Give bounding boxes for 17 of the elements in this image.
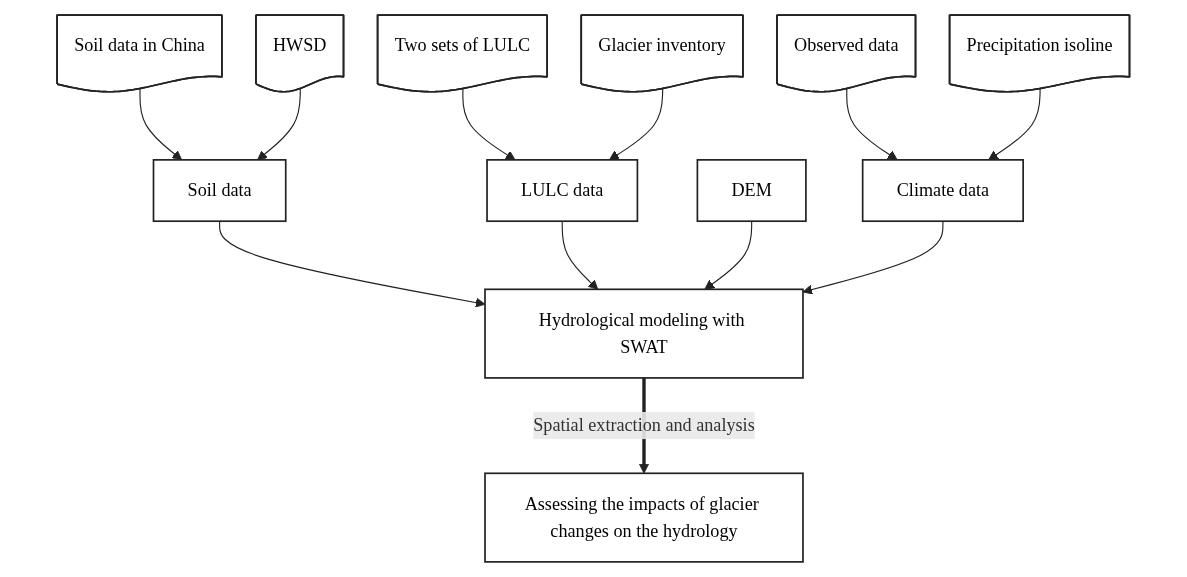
arrow — [988, 88, 1041, 161]
arrow — [704, 220, 753, 290]
node-box: LULC data — [486, 159, 639, 223]
node-box: Climate data — [862, 159, 1025, 223]
arrow — [462, 88, 516, 161]
arrow — [561, 220, 599, 290]
node-box: Soil data — [152, 159, 287, 223]
node-box: DEM — [696, 159, 807, 223]
arrow — [257, 88, 302, 161]
node-box: Assessing the impacts of glacier changes on the hydrology — [484, 472, 805, 563]
arrow — [609, 88, 664, 161]
edge-label: Spatial extraction and analysis — [533, 415, 755, 435]
arrow — [802, 220, 944, 295]
arrow — [846, 88, 898, 161]
arrow — [219, 220, 486, 308]
node-box: Hydrological modeling with SWAT — [484, 288, 805, 379]
arrow — [139, 88, 183, 161]
